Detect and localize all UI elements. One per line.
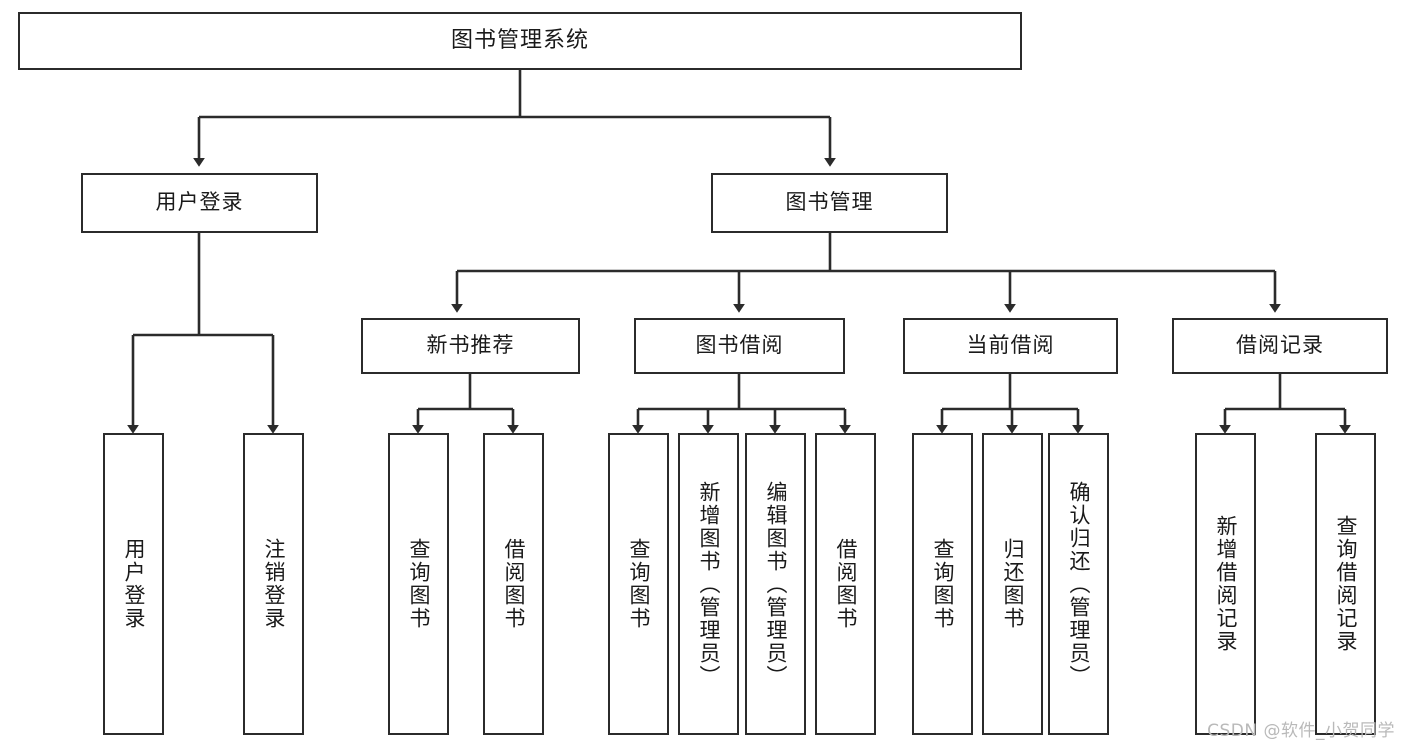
node-label: 确认归还（管理员） xyxy=(1066,480,1091,688)
leaf-borrow-edit-book-admin[interactable]: 编辑图书（管理员） xyxy=(745,433,806,735)
node-label: 图书管理系统 xyxy=(450,27,589,53)
node-label: 注销登录 xyxy=(261,538,286,630)
leaf-borrow-query-book[interactable]: 查询图书 xyxy=(608,433,669,735)
leaf-current-return-book[interactable]: 归还图书 xyxy=(982,433,1043,735)
node-label: 借阅图书 xyxy=(501,538,526,630)
node-label: 新书推荐 xyxy=(426,333,515,358)
leaf-new-book-borrow[interactable]: 借阅图书 xyxy=(483,433,544,735)
leaf-current-confirm-return-admin[interactable]: 确认归还（管理员） xyxy=(1048,433,1109,735)
node-label: 新增图书（管理员） xyxy=(696,480,721,688)
leaf-user-login-logout[interactable]: 注销登录 xyxy=(243,433,304,735)
node-new-book-recommend[interactable]: 新书推荐 xyxy=(361,318,580,374)
node-book-borrow[interactable]: 图书借阅 xyxy=(634,318,845,374)
node-label: 查询图书 xyxy=(930,538,955,630)
node-label: 当前借阅 xyxy=(966,333,1055,358)
node-label: 新增借阅记录 xyxy=(1213,515,1238,653)
leaf-user-login-login[interactable]: 用户登录 xyxy=(103,433,164,735)
node-label: 查询图书 xyxy=(406,538,431,630)
node-user-login[interactable]: 用户登录 xyxy=(81,173,318,233)
node-label: 借阅记录 xyxy=(1236,333,1324,358)
node-current-borrow[interactable]: 当前借阅 xyxy=(903,318,1118,374)
leaf-record-query-record[interactable]: 查询借阅记录 xyxy=(1315,433,1376,735)
node-label: 用户登录 xyxy=(155,190,244,215)
node-label: 用户登录 xyxy=(121,538,146,630)
node-label: 查询图书 xyxy=(626,538,651,630)
node-label: 图书借阅 xyxy=(695,333,784,358)
node-book-management[interactable]: 图书管理 xyxy=(711,173,948,233)
leaf-borrow-add-book-admin[interactable]: 新增图书（管理员） xyxy=(678,433,739,735)
node-label: 归还图书 xyxy=(1000,538,1025,630)
node-label: 编辑图书（管理员） xyxy=(763,480,788,688)
watermark: CSDN @软件_小贺同学 xyxy=(1207,721,1395,741)
leaf-current-query-book[interactable]: 查询图书 xyxy=(912,433,973,735)
leaf-new-book-query[interactable]: 查询图书 xyxy=(388,433,449,735)
node-root-system[interactable]: 图书管理系统 xyxy=(18,12,1022,70)
node-label: 图书管理 xyxy=(785,190,874,215)
node-borrow-record[interactable]: 借阅记录 xyxy=(1172,318,1388,374)
leaf-borrow-borrow-book[interactable]: 借阅图书 xyxy=(815,433,876,735)
node-label: 借阅图书 xyxy=(833,538,858,630)
node-label: 查询借阅记录 xyxy=(1333,515,1358,653)
leaf-record-add-record[interactable]: 新增借阅记录 xyxy=(1195,433,1256,735)
